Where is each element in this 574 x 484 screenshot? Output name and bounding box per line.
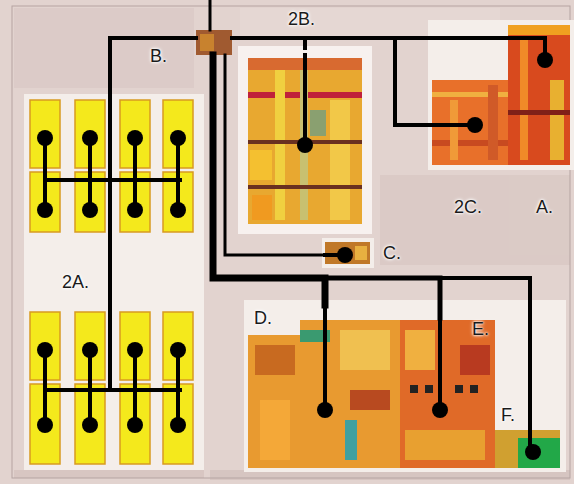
block-e <box>400 320 495 468</box>
halo <box>244 300 566 472</box>
block-label: D. <box>254 309 272 327</box>
block-f <box>495 430 560 468</box>
die-block: E. <box>400 318 495 468</box>
die-block: 2B. <box>240 48 370 232</box>
clock-wire <box>110 38 196 98</box>
block-a <box>508 25 570 165</box>
block-b <box>196 30 232 55</box>
halo <box>238 46 372 234</box>
clock-wire <box>213 55 530 430</box>
die-block: A. <box>508 25 570 165</box>
die-block: B. <box>196 30 232 55</box>
clock-wire <box>45 0 545 452</box>
block-label: F. <box>501 406 515 424</box>
block-label: A. <box>536 198 553 216</box>
block-label: C. <box>383 244 401 262</box>
block-2c <box>432 80 508 165</box>
halo <box>428 20 574 170</box>
die-block: C. <box>325 242 370 266</box>
die-block: D. <box>248 305 400 468</box>
clock-tap <box>37 52 553 460</box>
block-label: 2A. <box>62 273 89 291</box>
block-c <box>355 246 367 260</box>
clock-wire <box>225 55 325 255</box>
block-c <box>325 242 370 264</box>
die-block: F. <box>495 430 560 468</box>
die-block: 2C. <box>432 80 508 165</box>
block-label: 2C. <box>454 198 482 216</box>
die-block: 2A. <box>28 98 198 468</box>
halo <box>24 94 204 470</box>
halo <box>322 238 374 268</box>
block-label: E. <box>472 320 489 338</box>
block-label: B. <box>150 47 167 65</box>
clock-wire <box>232 36 508 40</box>
clock-wire <box>213 55 325 305</box>
block-b <box>200 34 214 51</box>
clock-wire <box>232 38 432 125</box>
block-label: 2B. <box>288 10 315 28</box>
